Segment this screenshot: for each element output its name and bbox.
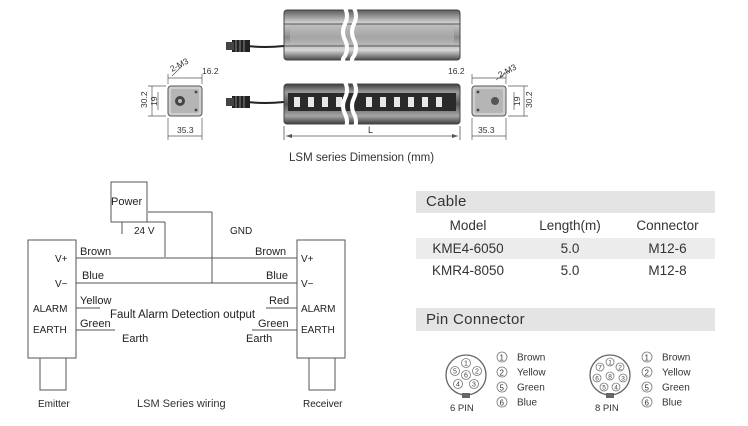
emitter-label-earth: EARTH (33, 325, 67, 336)
cable-title: Cable (416, 191, 715, 213)
eight-pin-connector-icon: 1 2 3 4 5 6 7 8 (589, 354, 631, 398)
eight-pin-label: 8 PIN (595, 403, 619, 414)
right-thread-label: 2-M3 (496, 62, 518, 80)
legend-color: Brown (662, 353, 690, 364)
wiring-caption: LSM Series wiring (137, 398, 226, 410)
eight-pin-num: 7 (598, 365, 602, 372)
cable-header-row: Model Length(m) Connector (416, 215, 715, 236)
eight-pin-num: 6 (595, 376, 599, 383)
wire-green-left: Green (80, 318, 111, 330)
earth-left-label: Earth (122, 333, 148, 345)
wire-red-right: Red (269, 295, 289, 307)
six-pin-label: 6 PIN (450, 403, 474, 414)
six-pin-num: 6 (464, 373, 468, 380)
legend-color: Yellow (517, 368, 546, 379)
eight-pin-num: 8 (608, 374, 612, 381)
dimension-caption: LSM series Dimension (mm) (289, 152, 434, 164)
header-model: Model (449, 218, 487, 233)
pin-connector-title: Pin Connector (416, 308, 715, 331)
wire-blue-right: Blue (266, 270, 288, 282)
emitter-label-vplus: V+ (55, 254, 68, 265)
wire-brown-left: Brown (80, 246, 111, 258)
eight-pin-num: 5 (602, 385, 606, 392)
legend-color: Brown (517, 353, 545, 364)
right-height-inner: 19 (512, 96, 522, 106)
table-row: KMR4-8050 5.0 M12-8 (416, 260, 715, 281)
receiver-label-vplus: V+ (301, 254, 314, 265)
header-connector: Connector (636, 218, 699, 233)
wire-green-right: Green (258, 318, 289, 330)
left-thread-label: 2-M3 (168, 56, 190, 74)
cell-length: 5.0 (560, 263, 580, 278)
emitter-caption: Emitter (38, 399, 70, 410)
six-pin-legend: 1 Brown 2 Yellow 5 Green 6 Blue (496, 351, 546, 409)
receiver-box (296, 239, 346, 359)
six-pin-num: 5 (453, 369, 457, 376)
left-end-cap (148, 65, 203, 140)
receiver-label-vminus: V− (301, 279, 314, 290)
receiver-label-earth: EARTH (301, 325, 335, 336)
legend-color: Green (662, 383, 690, 394)
left-height-outer: 30.2 (139, 91, 149, 108)
cell-connector: M12-6 (648, 241, 687, 256)
wire-yellow-left: Yellow (80, 295, 111, 307)
legend-num: 2 (500, 369, 505, 378)
emitter-foot (39, 357, 67, 391)
legend-num: 6 (645, 399, 650, 408)
receiver-caption: Receiver (303, 399, 343, 410)
six-pin-connector-icon: 1 2 3 4 5 6 (445, 354, 487, 398)
cell-model: KMR4-8050 (431, 263, 505, 278)
led-bar-view (226, 81, 461, 140)
length-label: L (368, 125, 373, 135)
legend-num: 1 (500, 354, 505, 363)
fault-alarm-label: Fault Alarm Detection output (110, 309, 256, 321)
right-width-bottom: 35.3 (478, 125, 495, 135)
six-pin-num: 1 (464, 361, 468, 368)
table-row: KME4-6050 5.0 M12-6 (416, 238, 715, 259)
legend-color: Green (517, 383, 545, 394)
right-height-outer: 30.2 (524, 91, 534, 108)
six-pin-num: 2 (475, 369, 479, 376)
emitter-label-alarm: ALARM (33, 304, 67, 315)
eight-pin-legend: 1 Brown 2 Yellow 5 Green 6 Blue (641, 351, 691, 409)
legend-num: 6 (500, 399, 505, 408)
earth-right-label: Earth (246, 333, 272, 345)
wire-blue-left: Blue (82, 270, 104, 282)
cell-connector: M12-8 (648, 263, 687, 278)
legend-num: 2 (645, 369, 650, 378)
eight-pin-num: 1 (608, 360, 612, 367)
legend-num: 5 (500, 384, 505, 393)
cell-model: KME4-6050 (432, 241, 504, 256)
pin-connector-diagrams: 1 2 3 4 5 6 6 PIN 1 Brown 2 Yellow 5 Gre… (445, 351, 691, 414)
legend-color: Yellow (662, 368, 691, 379)
cell-length: 5.0 (560, 241, 580, 256)
eight-pin-num: 2 (618, 365, 622, 372)
power-box (110, 181, 148, 223)
right-end-cap (471, 69, 528, 140)
wire-brown-right: Brown (255, 246, 286, 258)
six-pin-num: 4 (456, 382, 460, 389)
wiring-diagram: Power 24 V GND V+ V− ALARM EARTH Emitter… (27, 181, 346, 410)
power-label: Power (111, 196, 143, 208)
legend-color: Blue (517, 398, 537, 409)
right-width-top: 16.2 (448, 66, 465, 76)
emitter-box (27, 239, 77, 359)
v24-label: 24 V (134, 226, 155, 237)
legend-color: Blue (662, 398, 682, 409)
top-bar-view (226, 7, 461, 66)
header-length: Length(m) (539, 218, 601, 233)
left-width-bottom: 35.3 (177, 125, 194, 135)
gnd-label: GND (230, 226, 252, 237)
six-pin-num: 3 (472, 382, 476, 389)
left-height-inner: 19 (149, 96, 159, 106)
left-width-top: 16.2 (202, 66, 219, 76)
emitter-label-vminus: V− (55, 279, 68, 290)
eight-pin-num: 4 (614, 385, 618, 392)
receiver-foot (308, 357, 336, 391)
receiver-label-alarm: ALARM (301, 304, 335, 315)
legend-num: 5 (645, 384, 650, 393)
dimension-drawing: L 2-M3 16.2 30.2 19 35.3 (139, 7, 534, 164)
legend-num: 1 (645, 354, 650, 363)
eight-pin-num: 3 (621, 376, 625, 383)
